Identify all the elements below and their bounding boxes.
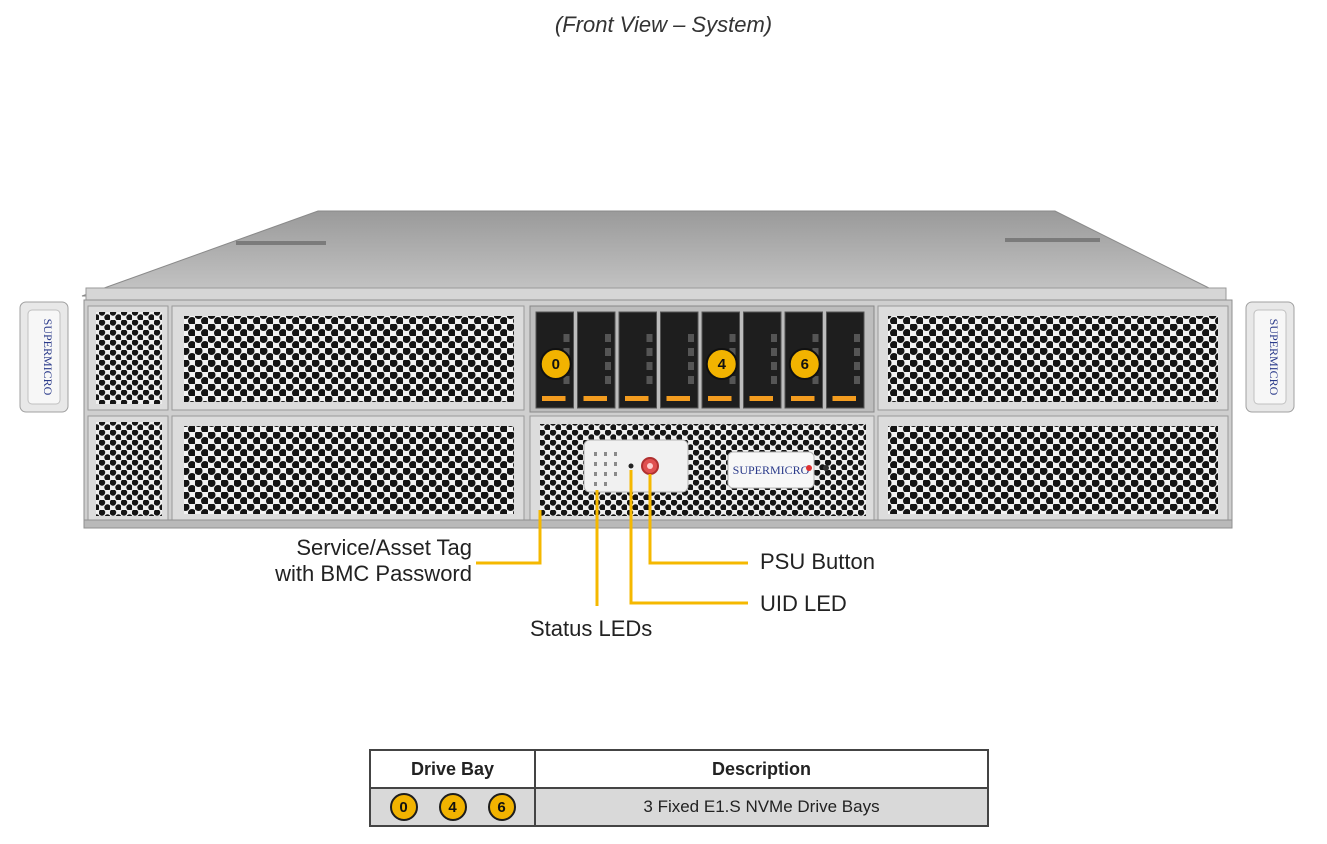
drive-slot-notch [729,376,736,384]
drive-slot-notch [812,334,819,342]
drive-slot [618,311,657,409]
callout-uid-led: UID LED [760,591,847,616]
uid-led [628,463,634,469]
right-rack-ear: SUPERMICRO [1245,301,1295,413]
drive-slot-notch [771,334,777,342]
drive-slot-notch [688,348,694,356]
drive-activity-led [791,396,815,401]
drive-slot-notch [646,376,653,384]
drive-bay-badge [705,348,738,380]
drive-slot-notch [646,362,653,370]
drive-slot-notch [854,334,860,342]
drive-slot-notch [563,376,570,384]
drive-bay-number: 6 [801,356,809,373]
drive-slot-notch [854,376,860,384]
status-led-panel [583,439,689,493]
drive-slot-notch [812,376,819,384]
drive-slot-notch [688,362,694,370]
drive-activity-led [583,396,607,401]
drive-slot-notch [605,334,611,342]
drive-slot-notch [771,348,777,356]
drive-slot-notch [605,348,611,356]
cell-drive-bays: 0 4 6 [369,787,536,827]
bay-badge: 4 [438,793,467,821]
callout-service-tag: Service/Asset Tag with BMC Password [180,535,472,587]
drive-slot [743,311,782,409]
drive-bay-badge [788,348,821,380]
drive-bay-number: 4 [718,356,727,373]
drive-slot-notch [563,348,570,356]
psu-button-line [648,474,748,565]
drive-slot-notch [854,362,860,370]
callout-service-tag-line1: Service/Asset Tag [296,535,472,560]
chassis-top [81,210,1226,297]
service-tag-line [476,510,542,565]
drive-slot-notch [771,362,777,370]
drive-slot [826,311,865,409]
drive-slot-notch [646,334,653,342]
figure-caption: (Front View – System) [554,12,773,37]
drive-activity-led [832,396,856,401]
drive-slot-notch [771,376,777,384]
left-rack-ear: SUPERMICRO [19,301,69,413]
drive-activity-led [625,396,649,401]
table-row: 0 4 6 3 Fixed E1.S NVMe Drive Bays [369,787,989,827]
drive-slot-notch [729,334,736,342]
callout-service-tag-line2: with BMC Password [275,561,472,586]
svg-text:SUPERMICRO: SUPERMICRO [1267,319,1281,396]
drive-slot-notch [812,348,819,356]
svg-text:SUPERMICRO: SUPERMICRO [41,319,55,396]
drive-activity-led [542,396,566,401]
drive-slot-notch [854,348,860,356]
cell-description: 3 Fixed E1.S NVMe Drive Bays [534,787,989,827]
drive-slot [577,311,616,409]
drive-bay-table: Drive Bay Description 0 4 6 3 Fixed E1.S… [369,749,989,827]
status-leds [594,452,617,486]
drive-slot-notch [605,376,611,384]
callout-status-leds: Status LEDs [530,616,653,641]
drive-slot-notch [729,348,736,356]
drive-slots [535,311,865,409]
drive-slot-notch [688,334,694,342]
drive-bay-badge [539,348,572,380]
drive-slot-notch [646,348,653,356]
uid-led-line [629,470,748,605]
drive-activity-led [749,396,773,401]
header-drive-bay: Drive Bay [369,749,536,789]
brand-plate [727,451,815,489]
drive-slot-notch [563,334,570,342]
bay-badge: 0 [389,793,418,821]
header-description: Description [534,749,989,789]
drive-slot-notch [688,376,694,384]
callout-psu-button: PSU Button [760,549,875,574]
drive-bay-number: 0 [552,356,560,373]
drive-activity-led [666,396,690,401]
drive-bay-badges: 0 4 6 [539,348,821,380]
bay-badge: 6 [487,793,516,821]
server-front-illustration: SUPERMICRO SUPERMICRO 0 4 6 SUPERMICRO [19,210,1295,606]
drive-slot [660,311,699,409]
drive-slot-notch [605,362,611,370]
svg-text:SUPERMICRO: SUPERMICRO [733,463,810,477]
callout-lines [476,470,748,606]
table-header-row: Drive Bay Description [369,749,989,789]
drive-activity-led [708,396,732,401]
